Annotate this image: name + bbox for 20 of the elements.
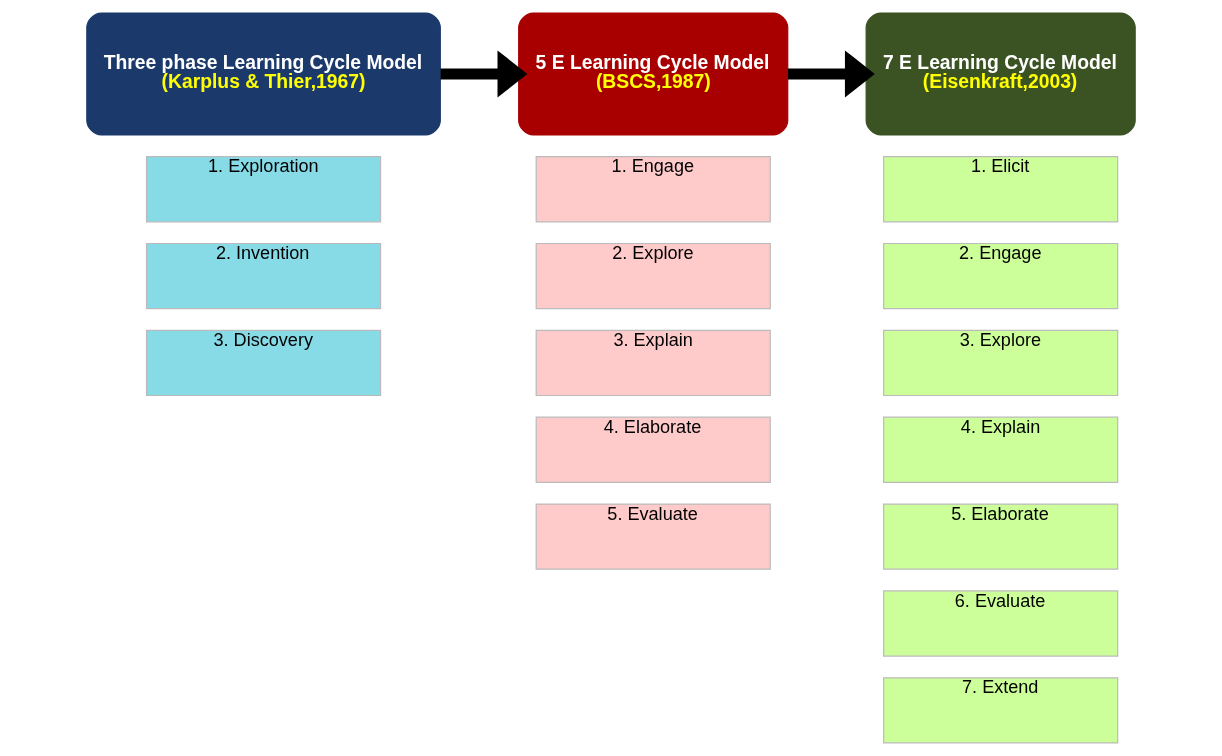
node-box: 4. Explain	[883, 416, 1119, 483]
node-box: Three phase Learning Cycle Model (Karplus & Thier,1967)	[86, 12, 441, 136]
node-box: 3. Explain	[535, 329, 771, 397]
node-box: 4. Elaborate	[535, 416, 771, 483]
node-box: 1. Engage	[535, 156, 771, 223]
node-box: 6. Evaluate	[883, 590, 1119, 657]
arrow	[787, 50, 875, 98]
arrow	[440, 50, 528, 98]
node-box: 7. Extend	[883, 677, 1119, 744]
node-box: 5 E Learning Cycle Model (BSCS,1987)	[518, 12, 789, 136]
node-box: 2. Engage	[883, 242, 1119, 310]
node-box: 2. Invention	[145, 242, 382, 310]
node-box: 1. Exploration	[145, 156, 382, 223]
node-box: 5. Elaborate	[883, 503, 1119, 570]
node-box: 5. Evaluate	[535, 503, 771, 570]
node-box: 2. Explore	[535, 242, 771, 310]
node-box: 3. Discovery	[145, 329, 382, 397]
node-box: 3. Explore	[883, 329, 1119, 397]
node-box: 1. Elicit	[883, 156, 1119, 223]
node-box: 7 E Learning Cycle Model (Eisenkraft,2003)	[865, 12, 1136, 136]
